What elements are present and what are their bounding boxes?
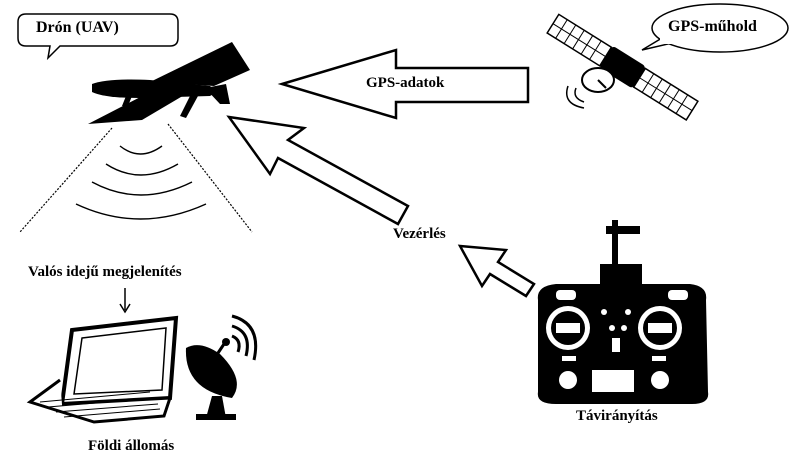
satellite-icon [546,13,699,121]
satellite-label: GPS-műhold [668,18,757,35]
dish-antenna-icon [185,314,258,420]
camera-coverage [19,123,253,233]
drone-label-bubble [17,13,179,61]
ground-station-label: Földi állomás [88,438,175,454]
remote-control-label: Távirányítás [576,408,658,424]
gps-data-label: GPS-adatok [366,75,445,91]
control-label: Vezérlés [393,226,446,242]
realtime-display-label: Valós idejű megjelenítés [28,264,182,280]
display-arrow [119,288,131,314]
control-arrow-upper [226,115,410,226]
drone-icon [88,42,250,124]
control-arrow-lower [457,244,536,298]
drone-label: Drón (UAV) [36,19,119,36]
laptop-icon [26,315,179,424]
gps-data-arrow [277,48,530,120]
satellite-label-bubble [641,3,789,53]
satellite-dish-signal [566,67,615,109]
remote-controller-icon [537,220,709,404]
